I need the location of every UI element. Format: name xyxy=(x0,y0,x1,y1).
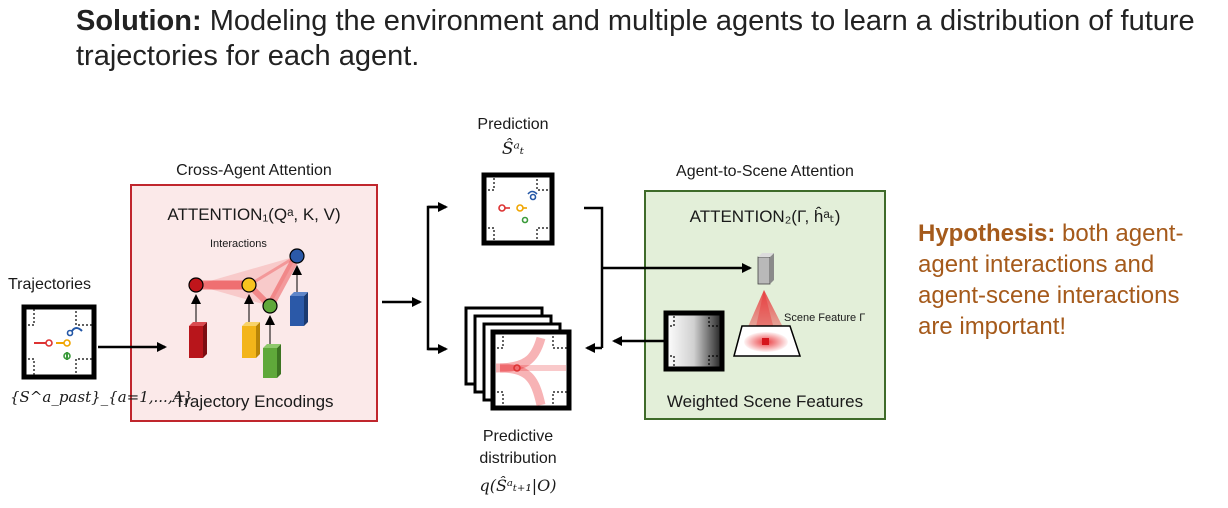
predictive-line2: distribution xyxy=(479,450,557,467)
agent-node-blue xyxy=(289,248,305,264)
predictive-math: q(Ŝᵃₜ₊₁|O) xyxy=(479,476,557,495)
cross-agent-footer: Trajectory Encodings xyxy=(174,392,334,411)
prediction-math: Ŝᵃₜ xyxy=(501,139,525,159)
agent-node-yellow xyxy=(241,277,257,293)
prediction-scene-icon xyxy=(481,172,555,246)
cross-agent-title: Cross-Agent Attention xyxy=(176,162,332,179)
prediction-title: Prediction xyxy=(477,116,549,133)
trajectories-label: Trajectories xyxy=(8,276,91,293)
headline: Solution: Modeling the environment and m… xyxy=(76,4,1216,74)
trajectory-encoding-bars xyxy=(189,265,308,378)
hypothesis-text: Hypothesis: both agent-agent interaction… xyxy=(918,218,1218,342)
scene-attention-cone xyxy=(733,290,802,357)
cross-agent-formula: ATTENTION₁(Qᵃ, K, V) xyxy=(167,205,341,224)
hypothesis-body: both agent-agent interactions and agent-… xyxy=(918,220,1184,340)
headline-bold: Solution: xyxy=(76,5,202,37)
output-bracket xyxy=(426,205,444,351)
cross-agent-attention-box xyxy=(130,184,378,422)
trajectories-math-label: {S^a_past}_{a=1,...,A} xyxy=(10,388,193,406)
predictive-line1: Predictive xyxy=(482,428,554,445)
weighted-scene-feature-icon xyxy=(663,310,725,372)
interaction-graph xyxy=(188,248,305,314)
trajectories-scene-icon xyxy=(21,304,97,380)
scene-feature-label: Scene Feature Γ xyxy=(784,312,866,324)
agent-node-red xyxy=(188,277,204,293)
agent-scene-formula: ATTENTION₂(Γ, ĥᵃₜ) xyxy=(689,207,841,226)
agent-scene-title: Agent-to-Scene Attention xyxy=(676,163,854,180)
interactions-label: Interactions xyxy=(210,238,267,250)
prediction-feedback-line xyxy=(584,206,604,348)
agent-scene-footer: Weighted Scene Features xyxy=(666,392,864,411)
predictive-distribution-stack xyxy=(464,306,572,411)
query-vector-block xyxy=(757,253,774,285)
hypothesis-bold: Hypothesis: xyxy=(918,220,1056,247)
agent-node-green xyxy=(262,298,278,314)
headline-text: Modeling the environment and multiple ag… xyxy=(76,5,1195,72)
